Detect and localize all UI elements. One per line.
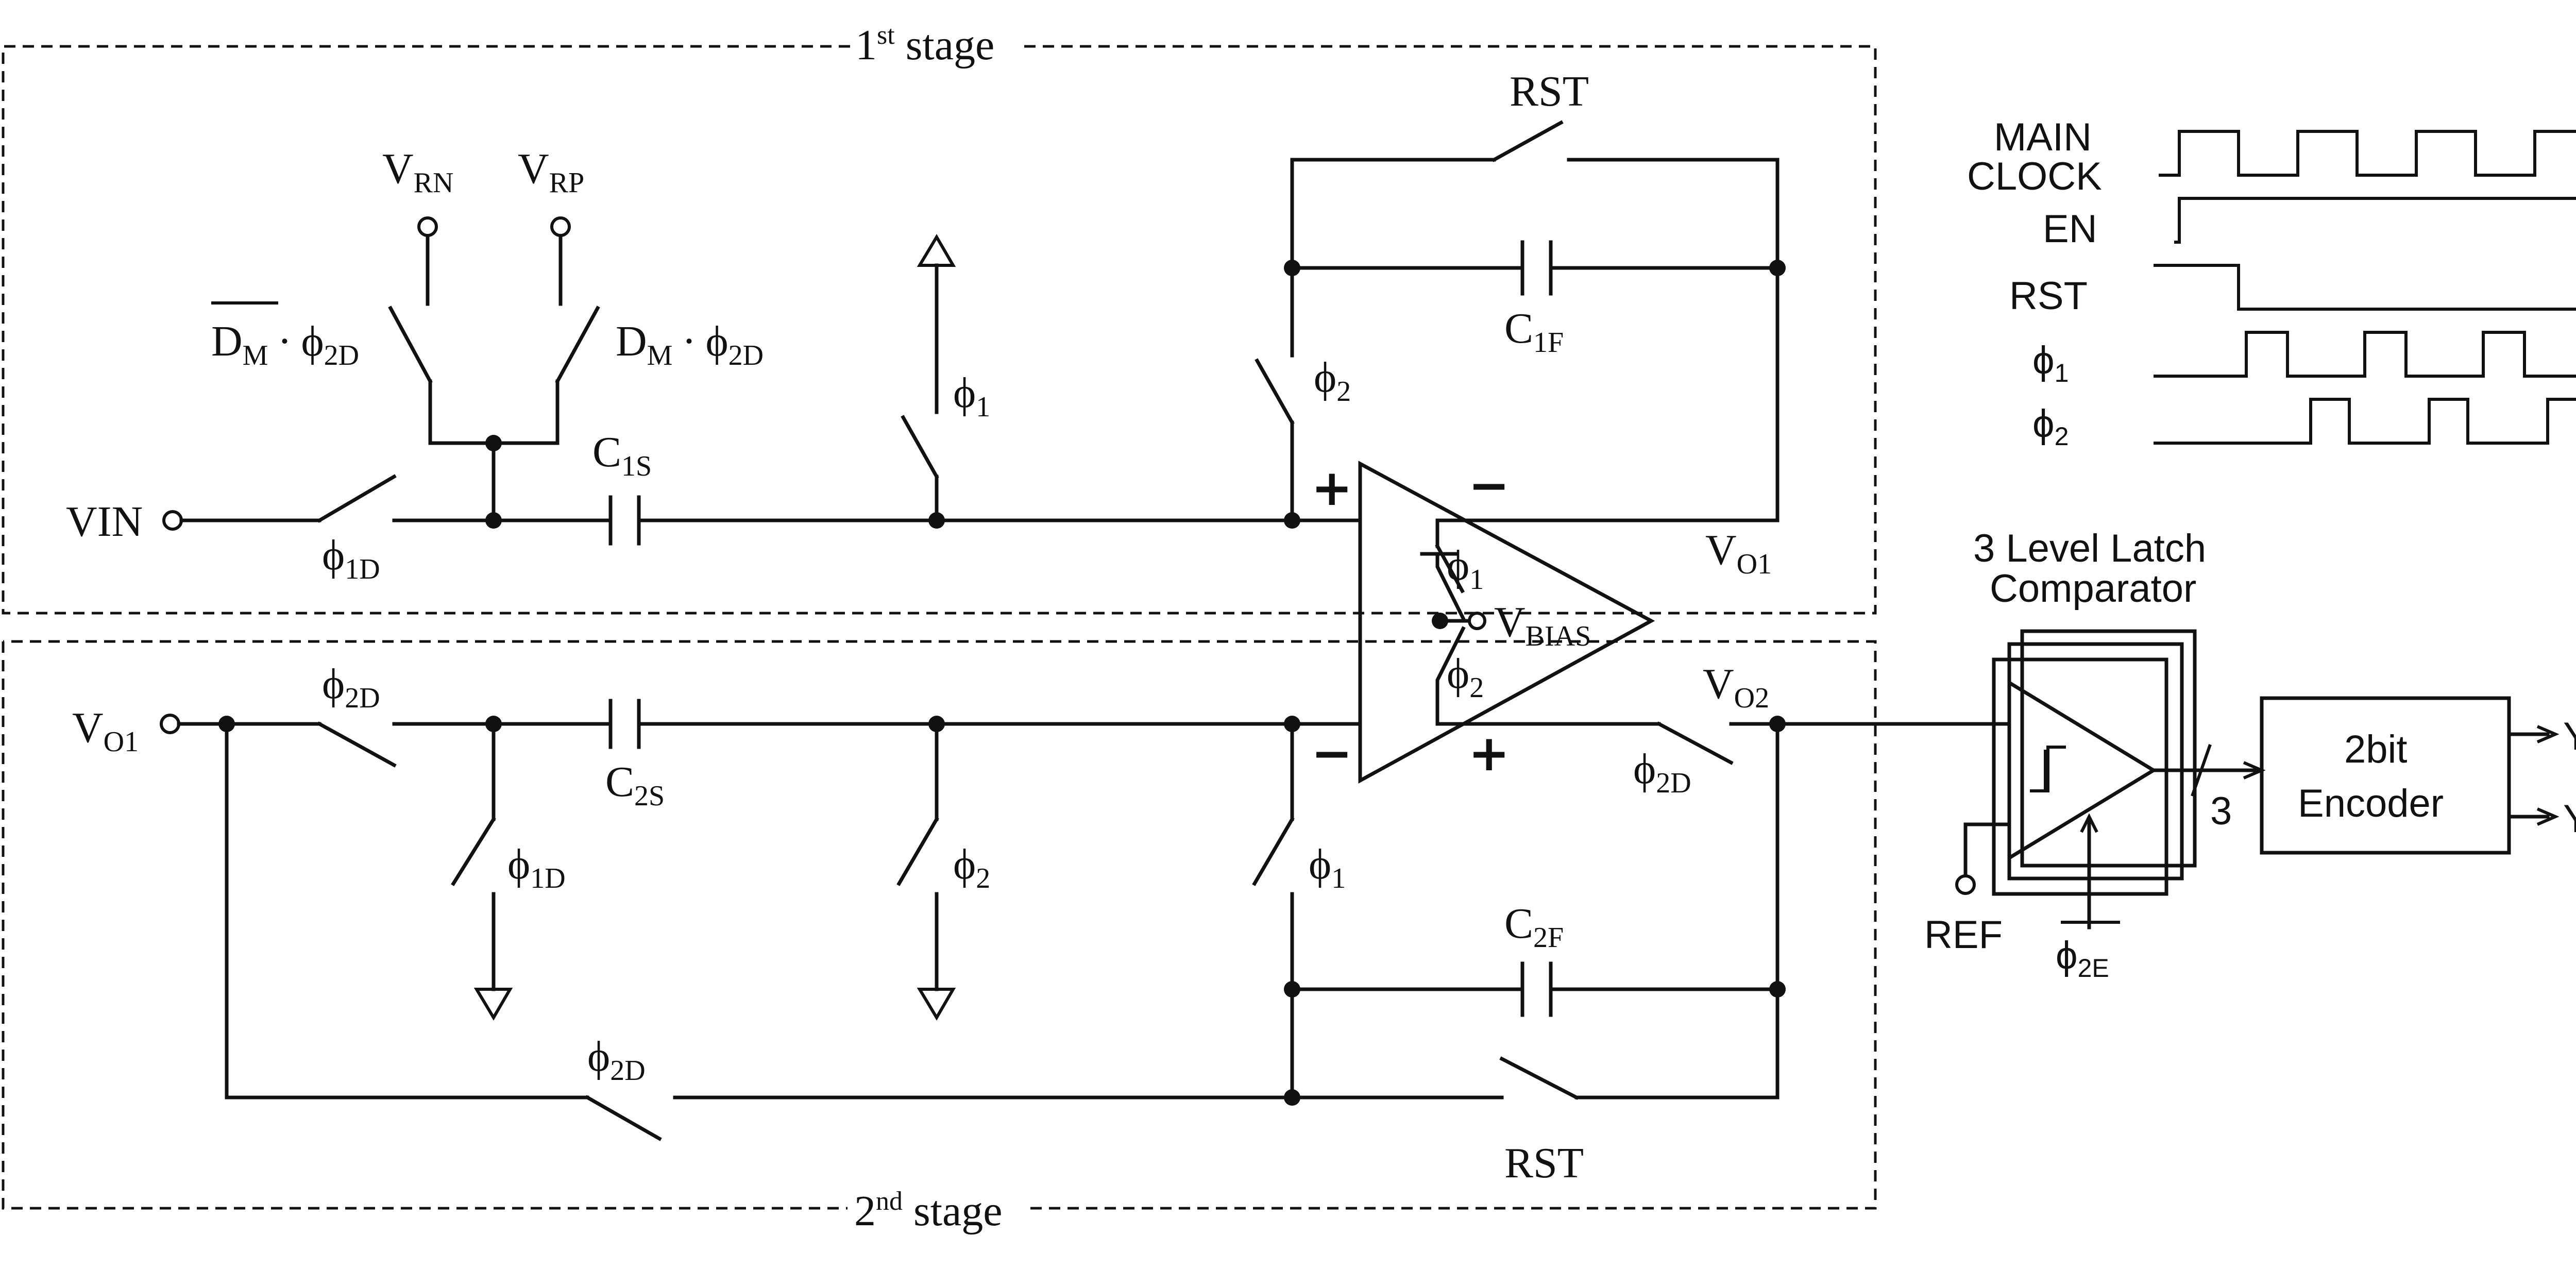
- encoder-box: [2260, 696, 2511, 855]
- vrp-label: VRP: [518, 145, 584, 199]
- opamp-plus-top: +: [1311, 459, 1352, 517]
- bus-slash: [2191, 744, 2212, 797]
- timing-phi1-label: ϕ1: [2032, 339, 2069, 387]
- switch-dm-bar: [388, 306, 433, 384]
- vo1-label: VO1: [1705, 526, 1772, 580]
- switch-phi1-stage2-label: ϕ1: [1309, 840, 1346, 894]
- ground-2: [917, 988, 956, 1021]
- cap-c2s: [608, 699, 641, 749]
- internal-phi2-label: ϕ2: [1447, 650, 1484, 704]
- timing-phi1-wave: [2154, 331, 2576, 378]
- cap-c2s-label: C2S: [605, 758, 665, 812]
- switch-phi1d-stage2-label: ϕ1D: [507, 840, 566, 894]
- ref-terminal: [1955, 874, 1976, 895]
- vo1-in-label: VO1: [72, 704, 139, 758]
- junction-c1f-right: [1769, 260, 1786, 276]
- wire-bottom-loop: [225, 722, 1294, 1141]
- wire-phi2-ground: [896, 722, 939, 991]
- switch-dm-bar-label: DM·ϕ2D: [211, 317, 359, 371]
- wire-phi1-stage2: [1252, 722, 1295, 1100]
- switch-dm-label: DM·ϕ2D: [616, 317, 764, 371]
- wire-ref: [1963, 822, 2011, 878]
- junction-ref-tee: [485, 435, 502, 451]
- cap-c2f-label: C2F: [1504, 900, 1564, 954]
- switch-phi2d-out-label: ϕ2D: [1633, 745, 1691, 799]
- junction-c2f-left: [1284, 981, 1300, 998]
- bus-count-label: 3: [2210, 789, 2232, 833]
- comparator-triangle: [2007, 679, 2157, 861]
- cap-c1s: [608, 495, 641, 546]
- vrn-terminal: [417, 216, 438, 237]
- phi2e-label: ϕ2E: [2056, 934, 2109, 983]
- vin-terminal: [162, 510, 183, 531]
- vbias-terminal: [1468, 612, 1486, 630]
- switch-dm: [555, 306, 600, 384]
- comparator-hysteresis-icon: [2030, 746, 2066, 792]
- timing-phi2-wave: [2154, 398, 2576, 445]
- switch-phi2-stage2-label: ϕ2: [953, 840, 990, 894]
- cap-c1f: [1520, 240, 1553, 296]
- timing-phi2-label: ϕ2: [2032, 402, 2069, 451]
- wire-rst-stage1: [1290, 120, 1780, 522]
- comparator-box-back: [2020, 629, 2197, 868]
- encoder-line-1: 2bit: [2344, 728, 2408, 771]
- wire-phi2-stage1: [1255, 158, 1295, 522]
- rst-stage1-label: RST: [1510, 67, 1589, 115]
- cap-c2f: [1520, 961, 1553, 1017]
- arrow-y1: [2536, 725, 2560, 743]
- timing-en-wave: [2174, 197, 2576, 244]
- switch-phi2d-stage2-label: ϕ2D: [322, 660, 380, 714]
- switch-phi2d-stage2: [317, 721, 397, 768]
- comparator-box-front: [1992, 657, 2168, 896]
- vrp-terminal: [550, 216, 571, 237]
- timing-en-label: EN: [2043, 207, 2097, 251]
- switch-internal-phi2: [1435, 626, 1466, 723]
- ref-label: REF: [1924, 913, 2003, 957]
- opamp-minus-bottom: −: [1311, 724, 1352, 782]
- opamp-triangle: [1358, 461, 1655, 784]
- vin-label: VIN: [66, 498, 143, 546]
- cap-c1f-label: C1F: [1504, 305, 1564, 359]
- wire-vo2-vertical: [1290, 722, 1780, 1100]
- arrow-up-phi1: [917, 234, 956, 267]
- cap-c1s-label: C1S: [592, 428, 652, 482]
- switch-phi2d-bottom-label: ϕ2D: [587, 1033, 646, 1087]
- comparator-title-1: 3 Level Latch: [1973, 527, 2206, 570]
- switch-phi1d-stage1: [317, 474, 397, 523]
- arrow-phi2e: [2080, 813, 2098, 833]
- wire-phi1d-ground: [451, 722, 496, 991]
- wire-phi1-stage1: [901, 263, 939, 522]
- timing-main-clock-wave: [2159, 130, 2576, 177]
- y1-label: Y1: [2563, 715, 2576, 764]
- opamp-minus-top: −: [1468, 457, 1510, 514]
- stage2-label: 2nd stage: [854, 1187, 1003, 1235]
- stage1-label: 1st stage: [855, 21, 994, 69]
- y2-label: Y2: [2563, 797, 2576, 846]
- ground-1: [473, 988, 513, 1021]
- switch-internal-phi1: [1435, 544, 1466, 621]
- stage1-boundary: [2, 45, 1877, 615]
- wire-opamp-out-stage2: [1435, 721, 1734, 765]
- junction-c1f-left: [1284, 260, 1300, 276]
- vo2-label: VO2: [1703, 660, 1769, 714]
- vrn-label: VRN: [382, 145, 453, 199]
- switch-phi1d-stage1-label: ϕ1D: [322, 531, 380, 585]
- rst-stage2-label: RST: [1504, 1139, 1584, 1187]
- timing-rst-label: RST: [2009, 274, 2088, 318]
- switch-phi2-stage1-label: ϕ2: [1314, 353, 1351, 408]
- vbias-label: VBIAS: [1494, 598, 1591, 652]
- arrow-y2: [2536, 807, 2560, 826]
- opamp-plus-bottom: +: [1468, 724, 1510, 782]
- stage2-boundary: [2, 640, 1877, 1210]
- vo1-in-terminal: [160, 714, 180, 734]
- comparator-title-2: Comparator: [1990, 567, 2196, 611]
- timing-rst-wave: [2154, 264, 2576, 311]
- switch-phi1-stage1-label: ϕ1: [953, 369, 990, 423]
- timing-main-label: MAIN: [1994, 115, 2092, 159]
- wire-opamp-feedback-stage1: [1435, 518, 1586, 546]
- timing-clock-label: CLOCK: [1967, 155, 2102, 198]
- internal-phi1-label: ϕ1: [1447, 542, 1484, 596]
- encoder-line-2: Encoder: [2298, 782, 2444, 825]
